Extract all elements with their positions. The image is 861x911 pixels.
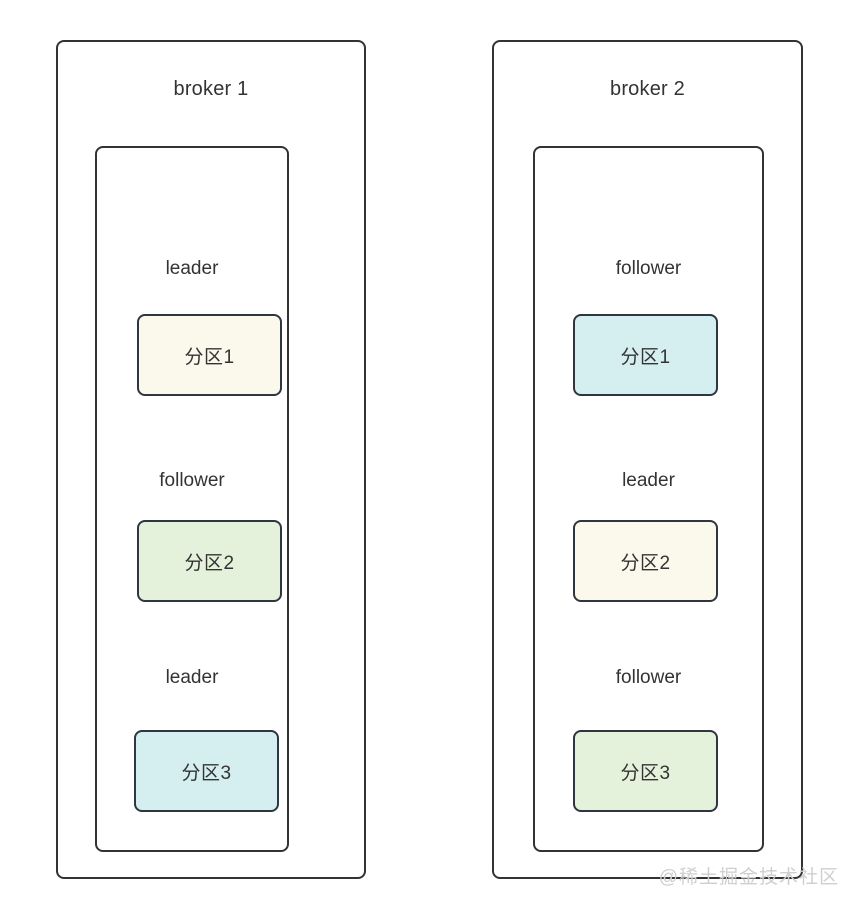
role-label-broker-1-slot-3: leader [165,667,219,688]
broker-2-replica-group: follower 分区1 leader 分区2 follower 分区3 [533,146,764,852]
role-label-broker-1-slot-2: follower [159,470,225,491]
partition-box-broker-1-slot-1[interactable]: 分区1 [137,314,282,396]
watermark-text: @稀土掘金技术社区 [658,867,839,888]
partition-box-broker-1-slot-2[interactable]: 分区2 [137,520,282,602]
role-label-broker-2-slot-1: follower [615,258,682,279]
role-label-broker-2-slot-2: leader [622,470,675,491]
role-label-broker-2-slot-3: follower [615,667,682,688]
role-label-broker-1-slot-1: leader [165,258,219,279]
broker-title-1: broker 1 [173,78,249,100]
partition-box-broker-1-slot-3[interactable]: 分区3 [134,730,279,812]
broker-1-replica-group: leader 分区1 follower 分区2 leader 分区3 [95,146,289,852]
partition-box-broker-2-slot-3[interactable]: 分区3 [573,730,718,812]
partition-box-broker-2-slot-1[interactable]: 分区1 [573,314,718,396]
broker-title-2: broker 2 [610,78,685,100]
broker-container-1: broker 1 leader 分区1 follower 分区2 leader … [56,40,366,879]
partition-box-broker-2-slot-2[interactable]: 分区2 [573,520,718,602]
broker-container-2: broker 2 follower 分区1 leader 分区2 followe… [492,40,803,879]
